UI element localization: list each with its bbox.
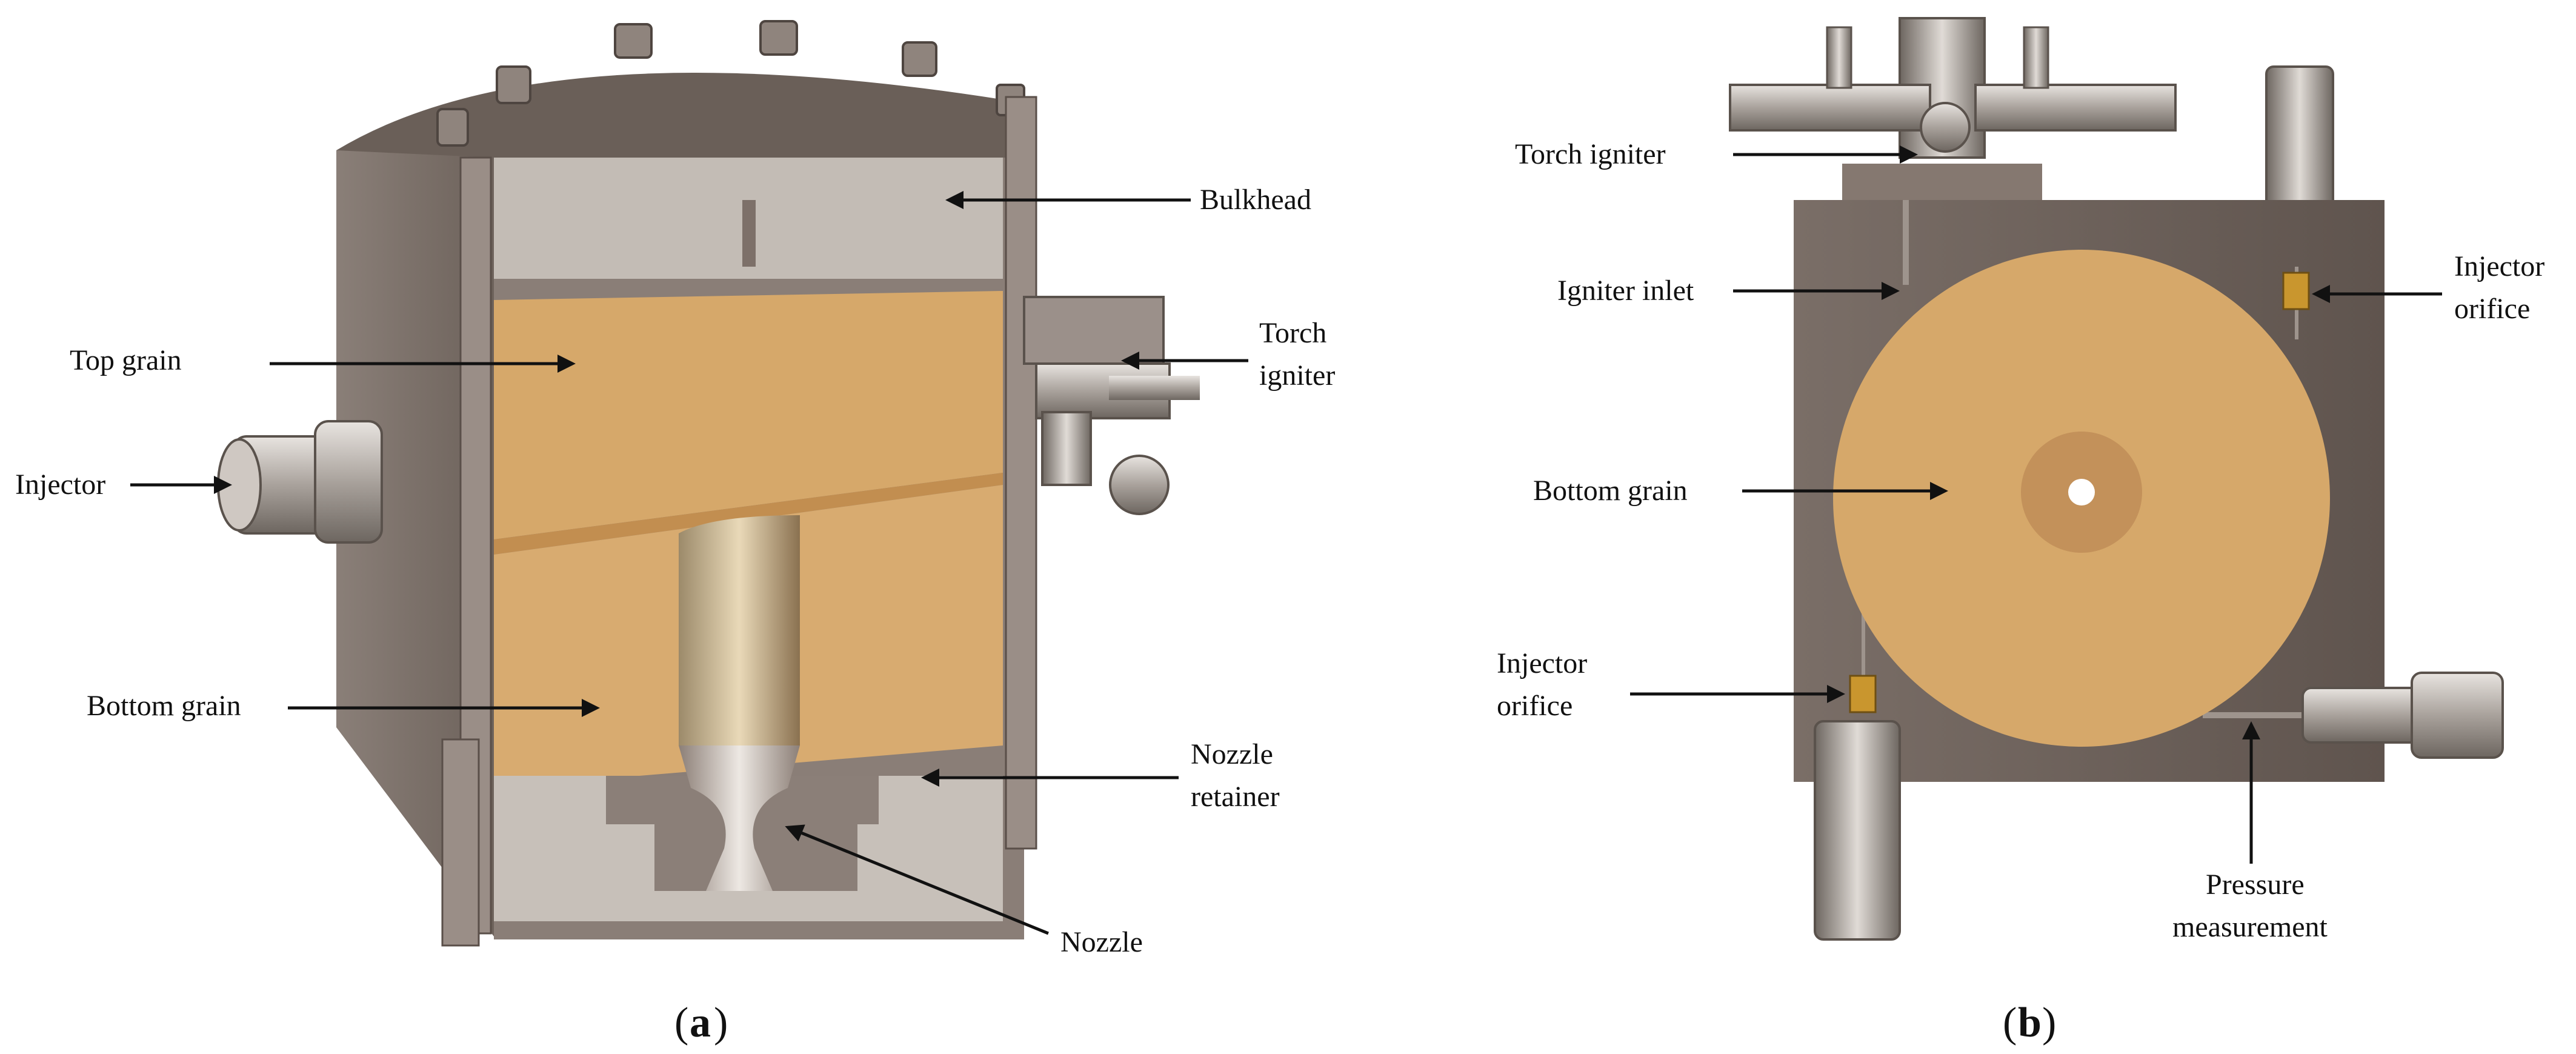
label-pressure-measurement-2: measurement	[2172, 911, 2328, 943]
label-injector: Injector	[15, 469, 105, 501]
svg-text:): )	[714, 999, 728, 1046]
label-torch-igniter-2: igniter	[1259, 359, 1335, 392]
svg-text:(: (	[674, 999, 688, 1046]
top-grain-part	[494, 291, 1003, 539]
arrow-nozzle	[785, 824, 1049, 935]
panel-b-drawing	[1729, 17, 2504, 941]
lid-bolts	[436, 20, 1025, 147]
label-injector-orifice-top-2: orifice	[2454, 293, 2530, 325]
injector-fitting-bottom	[1814, 720, 1901, 941]
label-torch-igniter-b: Torch igniter	[1515, 138, 1666, 170]
nozzle-part	[679, 745, 800, 891]
injector-orifice-top-part	[2282, 272, 2310, 310]
injector-fitting	[217, 420, 383, 544]
label-bulkhead: Bulkhead	[1200, 184, 1311, 216]
label-torch-igniter-1: Torch	[1259, 317, 1326, 349]
svg-text:(: (	[2003, 999, 2017, 1046]
torch-igniter-fitting	[1023, 296, 1200, 515]
pressure-fitting	[2301, 672, 2504, 759]
panel-a-annotations: Bulkhead Top grain Torch igniter Injecto…	[15, 184, 1335, 958]
label-top-grain: Top grain	[70, 344, 182, 376]
caption-a-letter: a	[690, 999, 711, 1046]
caption-b: ( b )	[2003, 999, 2056, 1046]
label-nozzle-retainer-2: retainer	[1191, 781, 1280, 813]
label-injector-orifice-bottom-2: orifice	[1497, 690, 1573, 722]
torch-igniter-assembly	[1729, 17, 2177, 200]
label-bottom-grain-b: Bottom grain	[1533, 475, 1688, 507]
label-nozzle: Nozzle	[1060, 926, 1143, 958]
label-injector-orifice-top-1: Injector	[2454, 250, 2544, 282]
label-bottom-grain-a: Bottom grain	[87, 690, 241, 722]
injector-orifice-bottom-part	[1849, 675, 1877, 713]
tie-rods	[441, 96, 1037, 947]
label-injector-orifice-bottom-1: Injector	[1497, 647, 1587, 679]
svg-text:): )	[2042, 999, 2056, 1046]
label-nozzle-retainer-1: Nozzle	[1191, 738, 1273, 770]
panel-b-annotations: Torch igniter Igniter inlet Injector ori…	[1497, 138, 2544, 943]
grain-port-hole	[2068, 479, 2095, 505]
caption-b-letter: b	[2018, 999, 2042, 1046]
label-igniter-inlet: Igniter inlet	[1557, 275, 1694, 307]
panel-a-drawing	[217, 20, 1200, 947]
caption-a: ( a )	[674, 999, 728, 1046]
grain-port	[679, 515, 800, 745]
label-pressure-measurement-1: Pressure	[2206, 869, 2305, 901]
